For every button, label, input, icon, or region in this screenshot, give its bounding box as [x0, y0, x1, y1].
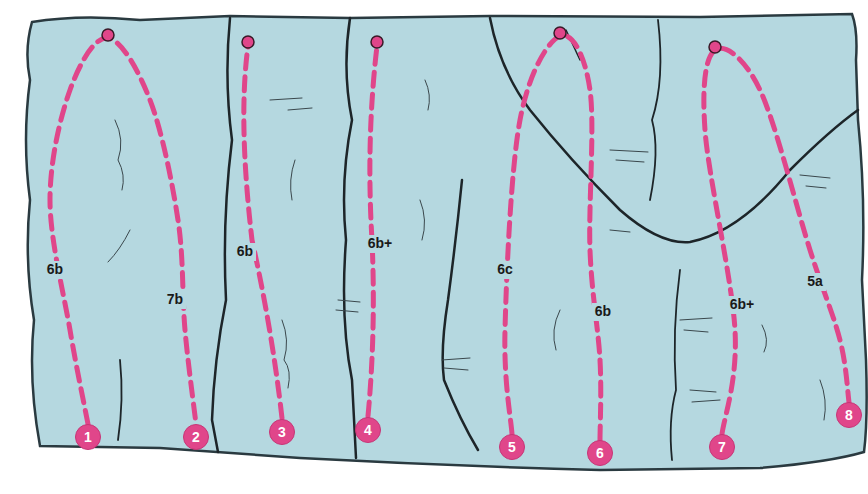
route-number: 5: [499, 434, 525, 460]
route-number: 6: [587, 440, 613, 466]
route-number: 2: [183, 424, 209, 450]
route-line: [244, 46, 282, 418]
route-number: 4: [355, 417, 381, 443]
grade-label: 6b: [44, 261, 66, 278]
callout-number: 8: [845, 408, 853, 422]
callout-number: 1: [84, 430, 92, 444]
grade-label: 6b+: [365, 235, 396, 252]
route-line: [505, 35, 601, 440]
route-line: [50, 38, 196, 424]
route-number: 8: [836, 402, 862, 428]
grade-label: 6b: [234, 243, 256, 260]
route-number: 7: [709, 434, 735, 460]
callout-number: 7: [718, 440, 726, 454]
route-number: 3: [269, 419, 295, 445]
grade-label: 6b+: [727, 296, 758, 313]
callout-number: 5: [508, 440, 516, 454]
anchor-dot: [102, 29, 114, 41]
grade-label: 5a: [804, 273, 826, 290]
anchor-dot: [371, 36, 383, 48]
callout-number: 6: [596, 446, 604, 460]
route-number: 1: [75, 424, 101, 450]
route-line: [368, 46, 377, 416]
route-line: [704, 48, 849, 434]
grade-label: 6c: [494, 261, 516, 278]
anchor-dot: [709, 41, 721, 53]
callout-number: 3: [278, 425, 286, 439]
anchor-dot: [554, 27, 566, 39]
callout-number: 4: [364, 423, 372, 437]
callout-number: 2: [192, 430, 200, 444]
grade-label: 7b: [164, 291, 186, 308]
rock-outline: [26, 14, 867, 470]
anchor-dot: [242, 36, 254, 48]
grade-label: 6b: [592, 303, 614, 320]
